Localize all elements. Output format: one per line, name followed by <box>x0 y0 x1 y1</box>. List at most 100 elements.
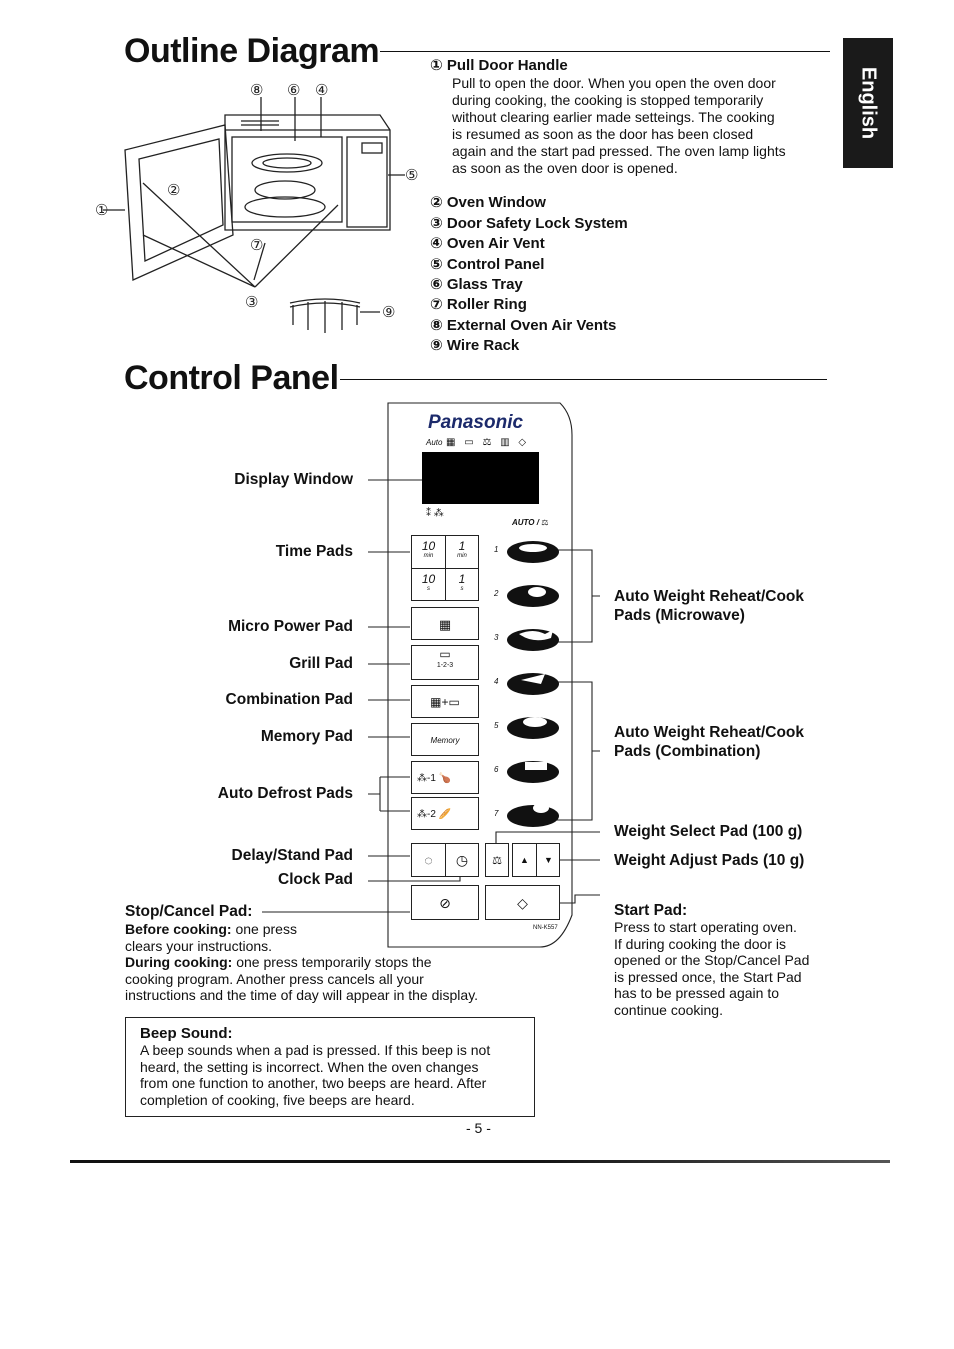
auto-defrost-pad-2[interactable]: ⁂-2 🥖 <box>411 797 479 830</box>
display-window <box>422 452 539 504</box>
label-display-window: Display Window <box>234 471 353 488</box>
grill-pad[interactable]: ▭1-2-3 <box>411 645 479 680</box>
defrost-pad-label: -1 <box>427 773 436 784</box>
part-1: ① Pull Door Handle <box>430 56 568 74</box>
weight-adjust-pads: ▲ ▼ <box>512 843 560 877</box>
label-auto-weight-microwave: Auto Weight Reheat/Cook Pads (Microwave) <box>614 588 805 624</box>
part-num: ⑤ <box>430 256 443 273</box>
start-pad[interactable]: ◇ <box>485 885 560 920</box>
delay-stand-icon: ◌ <box>424 852 433 868</box>
start-icon: ◇ <box>517 895 528 911</box>
weight-select-pad[interactable]: ⚖ <box>485 843 509 877</box>
delay-clock-divider <box>445 844 446 876</box>
stop-during-text2: cooking program. Another press cancels a… <box>125 970 424 987</box>
auto-number-5: 5 <box>494 721 499 730</box>
part-7: ⑦ Roller Ring <box>430 295 527 313</box>
part-name: Glass Tray <box>446 276 523 293</box>
beep-line: from one function to another, two beeps … <box>140 1075 487 1091</box>
display-mode-icons: ▦ ▭ ⚖ ▥ ◇ <box>446 437 530 448</box>
bottom-rule <box>70 1160 890 1163</box>
model-number: NN-K557 <box>533 925 558 931</box>
time-pad-unit: s <box>427 586 430 592</box>
weight-icon: ⚖ <box>492 855 502 867</box>
label-grill-pad: Grill Pad <box>289 655 353 672</box>
display-auto-indicator: Auto <box>426 438 443 447</box>
auto-number-3: 3 <box>494 633 499 642</box>
combination-icon: ▦+▭ <box>430 695 460 709</box>
label-clock-pad: Clock Pad <box>278 871 353 888</box>
time-pads-divider-h <box>412 568 478 569</box>
control-title: Control Panel <box>124 359 339 397</box>
micro-power-pad[interactable]: ▦ <box>411 607 479 640</box>
part-num: ③ <box>430 215 443 232</box>
stop-cancel-pad[interactable]: ⊘ <box>411 885 479 920</box>
part-num: ⑥ <box>430 276 443 293</box>
grill-levels: 1-2-3 <box>436 662 454 669</box>
callout-9: ⑨ <box>382 303 395 321</box>
beep-line: heard, the setting is incorrect. When th… <box>140 1058 479 1075</box>
stop-during-label: During cooking: <box>125 954 233 970</box>
outline-title: Outline Diagram <box>124 32 380 70</box>
grill-icon: ▭ <box>439 647 451 661</box>
part-9: ⑨ Wire Rack <box>430 336 519 354</box>
part-6: ⑥ Glass Tray <box>430 275 523 293</box>
stop-during-text: one press temporarily stops the <box>236 954 432 970</box>
part-name: Roller Ring <box>446 296 527 313</box>
part-3: ③ Door Safety Lock System <box>430 214 628 232</box>
arrow-down-icon: ▼ <box>544 855 553 865</box>
label-delay-stand-pad: Delay/Stand Pad <box>231 847 353 864</box>
clock-pad[interactable]: ◷ <box>446 844 478 876</box>
microwave-icon: ▦ <box>438 617 452 632</box>
weight-adjust-divider <box>536 844 537 876</box>
callout-8: ⑧ <box>250 81 263 99</box>
label-auto-weight-combination: Auto Weight Reheat/Cook Pads (Combinatio… <box>614 724 805 760</box>
meat-icon: 🍗 <box>438 773 452 784</box>
defrost-pad-label: -2 <box>427 809 436 820</box>
stop-during-text3: instructions and the time of day will ap… <box>125 987 479 1003</box>
auto-pad-2-vegetables-icon[interactable] <box>507 585 559 607</box>
control-panel-lines <box>262 402 600 948</box>
auto-weight-label: AUTO / <box>512 518 542 527</box>
stop-before-label: Before cooking: <box>125 921 232 937</box>
combination-pad[interactable]: ▦+▭ <box>411 685 479 718</box>
part-name: Oven Window <box>446 194 546 211</box>
door-handle-description: Pull to open the door. When you open the… <box>452 75 786 176</box>
part-5: ⑤ Control Panel <box>430 255 544 273</box>
auto-defrost-pad-1[interactable]: ⁂-1 🍗 <box>411 761 479 794</box>
auto-pad-3-fish-icon[interactable] <box>507 629 559 651</box>
start-pad-title: Start Pad: <box>614 902 688 919</box>
part-num: ④ <box>430 235 443 252</box>
defrost-indicator-icons: ⁑ ⁂ <box>426 508 444 519</box>
auto-weight-food-pads <box>507 541 559 827</box>
defrost-icon: ⁂ <box>417 773 427 784</box>
label-auto-defrost-pads: Auto Defrost Pads <box>217 785 353 802</box>
start-line: opened or the Stop/Cancel Pad <box>614 952 810 968</box>
weight-up-pad[interactable]: ▲ <box>513 844 536 876</box>
part-num: ② <box>430 194 443 211</box>
auto-weight-indicator: AUTO / ⚖ <box>512 518 548 527</box>
callout-4: ④ <box>315 81 328 99</box>
clock-icon: ◷ <box>455 852 469 868</box>
callout-6: ⑥ <box>287 81 300 99</box>
part-name: External Oven Air Vents <box>446 317 617 334</box>
brand-logo: Panasonic <box>428 412 524 433</box>
auto-pad-1-plate-icon[interactable] <box>507 541 559 563</box>
memory-pad[interactable]: Memory <box>411 723 479 756</box>
auto-pad-6-roast-icon[interactable] <box>507 761 559 783</box>
beep-sound-box: Beep Sound: A beep sounds when a pad is … <box>125 1017 535 1117</box>
weight-icon: ⚖ <box>541 518 549 527</box>
delay-stand-pad[interactable]: ◌ <box>412 844 445 876</box>
memory-pad-label: Memory <box>430 736 460 745</box>
auto-pad-5-gratin-icon[interactable] <box>507 717 559 739</box>
oven-outline-drawing: ① ② ③ ④ ⑤ ⑥ ⑦ ⑧ ⑨ <box>95 81 418 333</box>
weight-down-pad[interactable]: ▼ <box>537 844 560 876</box>
beep-line: A beep sounds when a pad is pressed. If … <box>140 1042 491 1058</box>
time-pad-value: 10 <box>421 572 436 586</box>
auto-pad-7-chicken-icon[interactable] <box>507 803 559 827</box>
auto-pad-4-pizza-icon[interactable] <box>507 673 559 695</box>
